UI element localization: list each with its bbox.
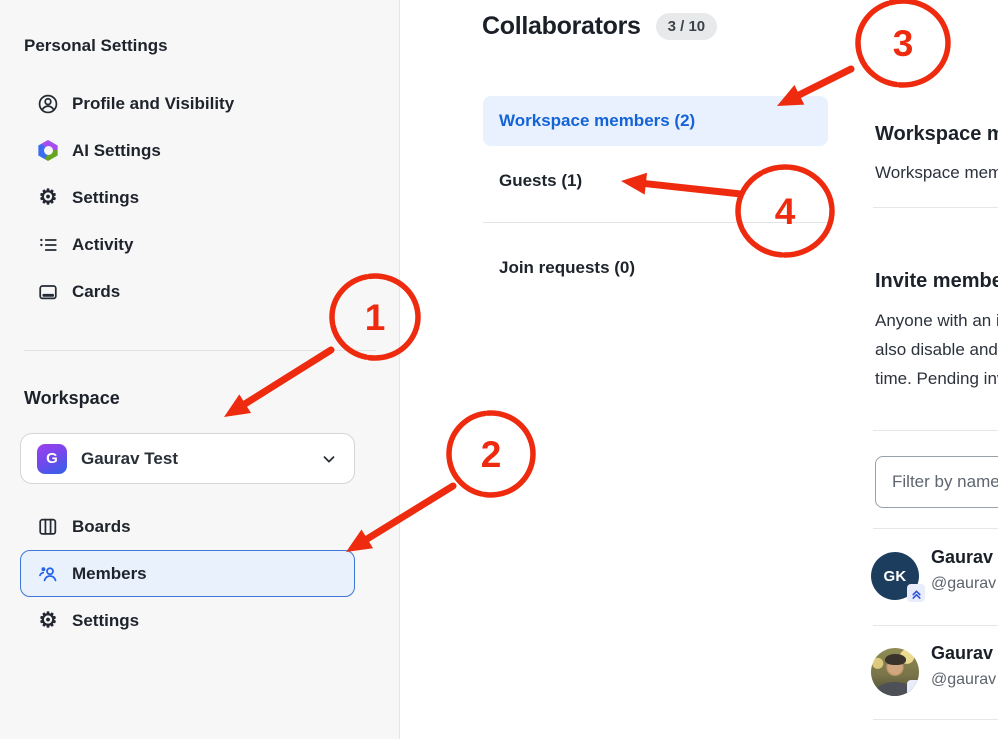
member-avatar-photo [871, 648, 919, 696]
menu-item-label: Settings [72, 187, 140, 207]
member-avatar-initials: GK [871, 552, 925, 602]
collaborators-nav: Workspace members (2) Guests (1) Join requ… [483, 96, 828, 293]
workspace-item-members[interactable]: Members [20, 550, 355, 597]
member-handle: @gaurav [931, 575, 997, 592]
double-chevron-icon [907, 584, 925, 602]
member-row: GK Gaurav @gaurav [871, 547, 998, 609]
member-name: Gaurav [931, 547, 994, 567]
workspace-avatar: G [37, 443, 67, 474]
workspace-selector-name: Gaurav Test [81, 448, 179, 468]
menu-item-label: AI Settings [72, 140, 161, 160]
page-header: Collaborators 3 / 10 [482, 12, 718, 41]
divider [873, 207, 998, 208]
personal-settings-heading: Personal Settings [24, 36, 168, 55]
menu-item-label: Members [72, 563, 147, 583]
gear-icon: ⚙ [38, 186, 58, 209]
workspace-item-boards[interactable]: Boards [20, 503, 355, 550]
filter-input[interactable] [875, 456, 998, 508]
sidebar-divider [24, 350, 376, 351]
collaborators-page: Collaborators 3 / 10 Workspace members (… [400, 0, 998, 739]
profile-icon [37, 93, 59, 115]
workspace-heading: Workspace [24, 388, 120, 408]
menu-item-label: Boards [72, 516, 131, 536]
settings-sidebar: Personal Settings Profile and Visibility… [0, 0, 400, 739]
menu-item-label: Cards [72, 281, 121, 301]
workspace-selector[interactable]: G Gaurav Test [20, 433, 355, 484]
activity-icon [37, 234, 59, 256]
sidebar-item-profile-and-visibility[interactable]: Profile and Visibility [24, 80, 376, 127]
members-detail-panel: Workspace members (2) Workspace members … [871, 0, 998, 739]
workspace-members-heading: Workspace members (2) [875, 123, 998, 145]
members-icon [37, 563, 59, 585]
invite-members-description: Anyone with an invite link can join this… [875, 306, 998, 393]
page-title: Collaborators [482, 12, 641, 40]
invite-members-heading: Invite members to join you [875, 270, 998, 292]
divider [483, 222, 828, 223]
member-name: Gaurav [931, 643, 994, 663]
divider [873, 528, 998, 529]
description-line: also disable and create a new invite lin… [875, 340, 998, 359]
gear-icon: ⚙ [38, 609, 58, 632]
workspace-item-settings[interactable]: ⚙ Settings [20, 597, 355, 644]
sidebar-item-cards[interactable]: Cards [24, 268, 376, 315]
description-line: Workspace members can view and join all … [875, 163, 998, 182]
menu-item-label: Activity [72, 234, 134, 254]
sidebar-item-activity[interactable]: Activity [24, 221, 376, 268]
card-icon [37, 281, 59, 303]
double-chevron-icon [907, 680, 919, 696]
description-line: time. Pending invitations count toward t… [875, 369, 998, 388]
chevron-down-icon [320, 450, 338, 468]
divider [873, 625, 998, 626]
sidebar-item-settings[interactable]: ⚙ Settings [24, 174, 376, 221]
tab-guests-1[interactable]: Guests (1) [499, 171, 583, 190]
menu-item-label: Profile and Visibility [72, 93, 235, 113]
sidebar-item-ai-settings[interactable]: AI Settings [24, 127, 376, 174]
personal-settings-menu: Profile and Visibility AI Settings ⚙ Settin… [24, 80, 376, 315]
boards-icon [37, 516, 59, 538]
divider [873, 430, 998, 431]
workspace-members-description: Workspace members can view and join all … [875, 158, 998, 187]
member-row: Gaurav @gaurav [871, 643, 998, 705]
collaborator-count-badge: 3 / 10 [655, 13, 718, 40]
ai-settings-icon [37, 140, 59, 162]
tab-workspace-members-2[interactable]: Workspace members (2) [483, 96, 828, 146]
description-line: Anyone with an invite link can join this… [875, 311, 998, 330]
tab-join-requests-0[interactable]: Join requests (0) [499, 258, 636, 277]
menu-item-label: Settings [72, 610, 140, 630]
divider [873, 719, 998, 720]
member-handle: @gaurav [931, 671, 997, 688]
